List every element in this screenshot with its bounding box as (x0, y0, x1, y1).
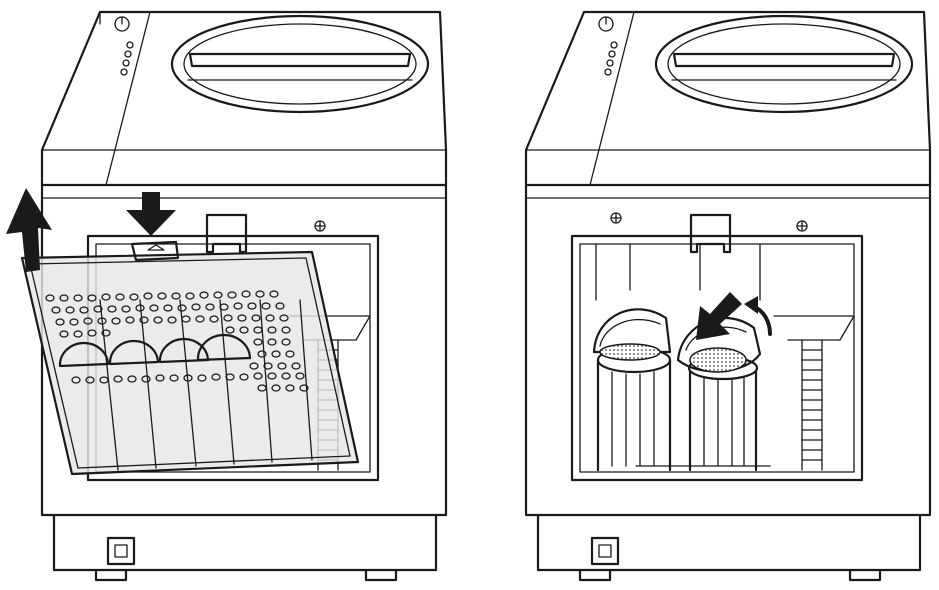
lid-handle-left (170, 14, 430, 114)
insert-arrow-icon (696, 292, 742, 340)
left-panel (6, 10, 448, 582)
indicator-light (604, 68, 612, 76)
power-icon (114, 16, 130, 32)
coil-right (801, 339, 823, 471)
indicator-light (126, 41, 134, 49)
filter-basket-icon (592, 308, 672, 472)
cover-holes (45, 290, 309, 392)
lid-handle-right (654, 14, 914, 114)
right-panel (524, 10, 932, 582)
push-down-arrow-icon (126, 192, 176, 236)
appliance-body-right (524, 10, 932, 582)
indicator-light (124, 50, 132, 58)
indicator-light (122, 59, 130, 67)
control-panel-left (114, 16, 134, 76)
indicator-light (606, 59, 614, 67)
lift-up-arrow-icon (6, 188, 52, 272)
lock-icon (796, 220, 808, 232)
appliance-body-left (40, 10, 448, 582)
inner-chamber-right (570, 212, 864, 482)
indicator-light (608, 50, 616, 58)
indicator-light (120, 68, 128, 76)
power-icon (598, 16, 614, 32)
base-button-left (106, 536, 136, 566)
lock-icon (314, 220, 326, 232)
lock-icon (610, 212, 622, 224)
base-button-right (590, 536, 620, 566)
control-panel-right (598, 16, 618, 76)
indicator-light (610, 41, 618, 49)
filter-basket-icon (676, 317, 762, 472)
filter-cover (20, 240, 360, 476)
rotate-arrow-icon (744, 296, 772, 336)
